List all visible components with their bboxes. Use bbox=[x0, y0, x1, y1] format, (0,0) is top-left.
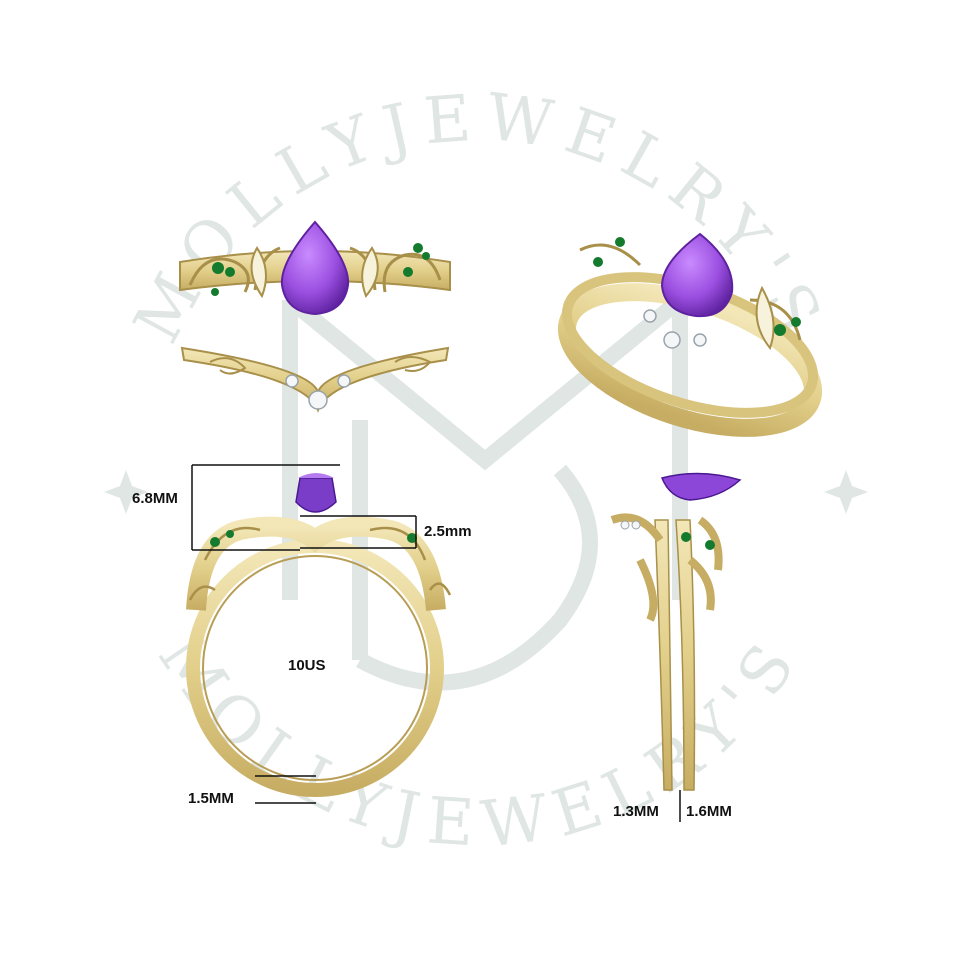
band-width-label: 1.5MM bbox=[188, 790, 234, 807]
emerald-accent-icons bbox=[211, 243, 430, 296]
watermark-monogram-icon bbox=[282, 293, 688, 691]
band1-width-label: 1.3MM bbox=[613, 803, 659, 820]
height-dimension-label: 6.8MM bbox=[132, 490, 178, 507]
dimension-lines bbox=[191, 464, 681, 822]
ring-set-perspective bbox=[557, 232, 823, 437]
ring-front-view bbox=[186, 473, 452, 797]
diamond-accent-icons bbox=[285, 374, 351, 410]
watermark-star-right-icon bbox=[824, 470, 868, 514]
watermark-star-left-icon bbox=[104, 470, 148, 514]
ring-top-view bbox=[179, 220, 451, 316]
amethyst-gem-icon bbox=[280, 220, 350, 316]
wedding-band-view bbox=[180, 346, 450, 413]
band2-width-label: 1.6MM bbox=[686, 803, 732, 820]
ring-size-label: 10US bbox=[288, 657, 326, 674]
ring-side-view bbox=[610, 472, 742, 791]
stone-dimension-label: 2.5mm bbox=[424, 523, 472, 540]
amethyst-gem-icon bbox=[660, 232, 734, 318]
watermark-arc-bottom: MOLLYJEWELRY'S bbox=[144, 621, 816, 863]
